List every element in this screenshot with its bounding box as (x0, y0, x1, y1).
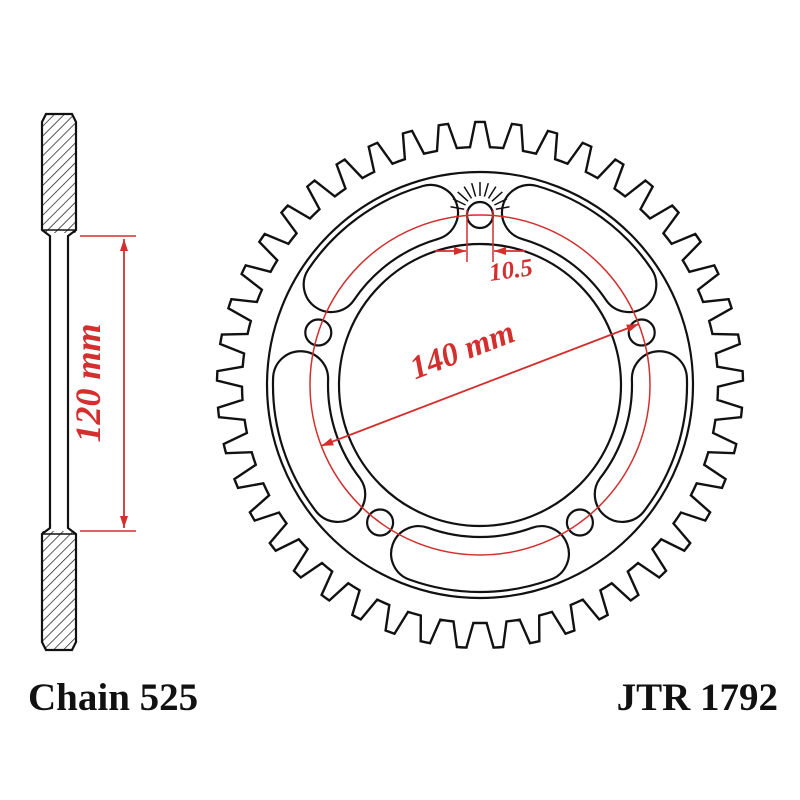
side-view-hatch-top (42, 114, 76, 233)
marking-ray (457, 191, 469, 202)
part-number-label: JTR 1792 (617, 676, 778, 719)
plate-dim-label: 120 mm (68, 323, 108, 442)
marking-ray (491, 191, 503, 202)
lightening-slot (390, 525, 570, 594)
marking-ray (495, 206, 510, 210)
lightening-slot (302, 183, 460, 314)
lightening-slot (593, 350, 689, 523)
side-view (40, 112, 78, 652)
marking-ray (450, 206, 465, 210)
marking-ray (470, 182, 477, 197)
side-view-hatch-bottom (42, 531, 76, 650)
marking-ray (494, 198, 508, 206)
marking-ray (452, 198, 466, 206)
marking-ray (483, 182, 490, 197)
side-view-outline (40, 112, 78, 652)
plate-width-dimension: 120 mm (68, 235, 136, 532)
marking-ray (463, 186, 473, 199)
dimension-line-140 (320, 323, 640, 447)
bolt-circle (309, 214, 651, 556)
hole-dim-label: 10.5 (487, 254, 534, 287)
marking-rays (450, 182, 510, 210)
rim-circle (265, 170, 695, 600)
lightening-slot (500, 183, 658, 314)
hole-dimension: 10.5 (435, 210, 534, 287)
marking-ray (487, 186, 497, 199)
slot-group (271, 183, 689, 594)
chain-label: Chain 525 (28, 676, 198, 719)
